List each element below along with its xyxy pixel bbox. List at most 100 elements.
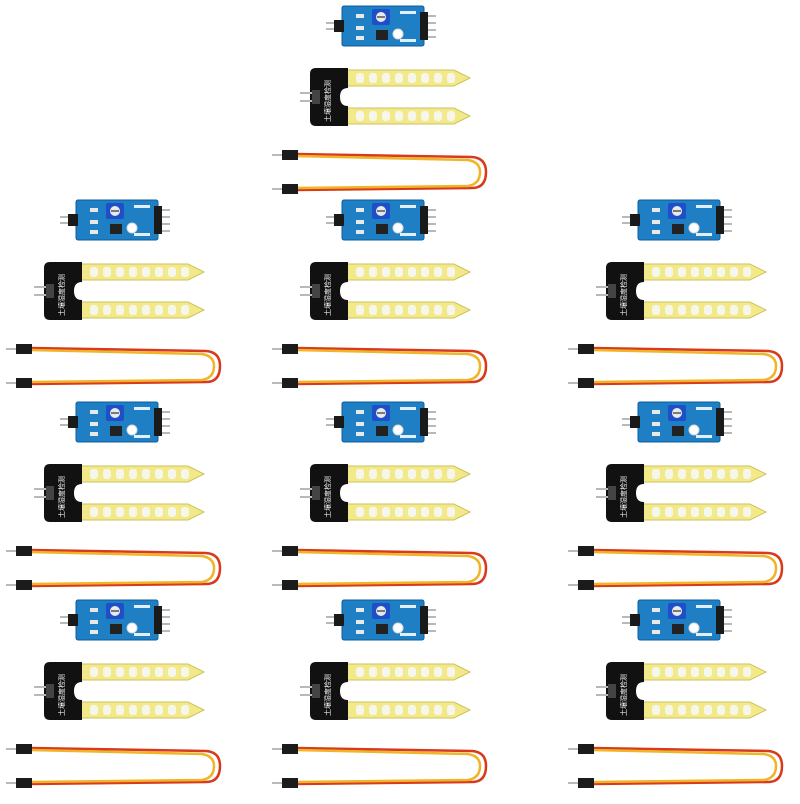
- probe-pad: [717, 705, 725, 715]
- red-wire: [29, 548, 222, 588]
- probe-pad: [395, 469, 403, 479]
- jumper-cable: [6, 744, 222, 788]
- probe-pad: [155, 507, 163, 517]
- sensor-kit: 土壤湿度检测: [568, 599, 784, 788]
- probe-pad: [678, 507, 686, 517]
- silkscreen: [134, 407, 150, 410]
- probe-pad: [447, 507, 455, 517]
- probe-pad: [421, 267, 429, 277]
- probe-pad: [395, 305, 403, 315]
- probe-pad: [90, 705, 98, 715]
- dupont-connector: [282, 344, 298, 354]
- probe-pad: [730, 267, 738, 277]
- dupont-connector: [16, 744, 32, 754]
- probe-pad: [678, 267, 686, 277]
- yellow-wire: [591, 550, 778, 586]
- silkscreen: [134, 435, 150, 438]
- silkscreen: [696, 435, 712, 438]
- probe-pad: [103, 469, 111, 479]
- probe-pad: [717, 469, 725, 479]
- mount-hole: [392, 222, 404, 234]
- probe-pad: [356, 111, 364, 121]
- probe-pad: [369, 305, 377, 315]
- smd-part: [356, 14, 364, 18]
- probe-pad: [181, 305, 189, 315]
- probe-head: [606, 662, 644, 720]
- probe-pad: [168, 705, 176, 715]
- sensor-kit: 土壤湿度检测: [568, 401, 784, 590]
- probe-pad: [691, 305, 699, 315]
- smd-part: [90, 220, 98, 224]
- probe-header: [312, 90, 320, 104]
- sensor-kit: 土壤湿度检测: [6, 401, 222, 590]
- input-header: [68, 614, 78, 626]
- smd-part: [652, 220, 660, 224]
- jumper-cable: [272, 546, 488, 590]
- sensor-module-board: [326, 199, 436, 241]
- smd-part: [356, 36, 364, 40]
- probe-pad: [116, 507, 124, 517]
- jumper-cable: [568, 744, 784, 788]
- probe-pad: [704, 305, 712, 315]
- input-header: [334, 20, 344, 32]
- probe-pad: [90, 507, 98, 517]
- probe-pad: [408, 73, 416, 83]
- silkscreen: [696, 605, 712, 608]
- dupont-connector: [578, 778, 594, 788]
- probe-pad: [408, 267, 416, 277]
- smd-part: [90, 608, 98, 612]
- dupont-connector: [16, 580, 32, 590]
- soil-probe: 土壤湿度检测: [300, 464, 472, 522]
- silkscreen: [696, 633, 712, 636]
- soil-probe: 土壤湿度检测: [596, 662, 768, 720]
- dupont-connector: [282, 546, 298, 556]
- smd-part: [356, 26, 364, 30]
- probe-pad: [356, 267, 364, 277]
- smd-part: [652, 422, 660, 426]
- probe-head: [606, 262, 644, 320]
- probe-pad: [704, 469, 712, 479]
- soil-probe: 土壤湿度检测: [300, 662, 472, 720]
- silkscreen: [400, 205, 416, 208]
- probe-head: [44, 662, 82, 720]
- input-header: [68, 416, 78, 428]
- probe-pad: [116, 705, 124, 715]
- probe-pad: [155, 267, 163, 277]
- output-header: [420, 206, 428, 234]
- silkscreen: [696, 205, 712, 208]
- red-wire: [591, 548, 784, 588]
- probe-pad: [382, 73, 390, 83]
- probe-pad: [90, 267, 98, 277]
- probe-pad: [155, 305, 163, 315]
- probe-pad: [421, 73, 429, 83]
- probe-pad: [652, 469, 660, 479]
- output-header: [420, 12, 428, 40]
- yellow-wire: [295, 348, 482, 384]
- dupont-connector: [578, 744, 594, 754]
- probe-label: 土壤湿度检测: [619, 674, 628, 716]
- probe-pad: [447, 305, 455, 315]
- probe-pad: [408, 469, 416, 479]
- sensor-kit: 土壤湿度检测: [272, 401, 488, 590]
- probe-pad: [421, 305, 429, 315]
- yellow-wire: [29, 348, 216, 384]
- probe-pad: [142, 667, 150, 677]
- probe-pad: [717, 667, 725, 677]
- yellow-wire: [591, 348, 778, 384]
- probe-pad: [116, 267, 124, 277]
- probe-pad: [103, 305, 111, 315]
- input-header: [630, 614, 640, 626]
- sensor-module-board: [622, 401, 732, 443]
- probe-pad: [691, 507, 699, 517]
- mount-hole: [126, 222, 138, 234]
- probe-pad: [652, 305, 660, 315]
- jumper-cable: [568, 546, 784, 590]
- probe-pad: [395, 705, 403, 715]
- probe-pad: [665, 305, 673, 315]
- silkscreen: [134, 633, 150, 636]
- silkscreen: [400, 605, 416, 608]
- jumper-cable: [568, 344, 784, 388]
- probe-pad: [408, 705, 416, 715]
- output-header: [154, 606, 162, 634]
